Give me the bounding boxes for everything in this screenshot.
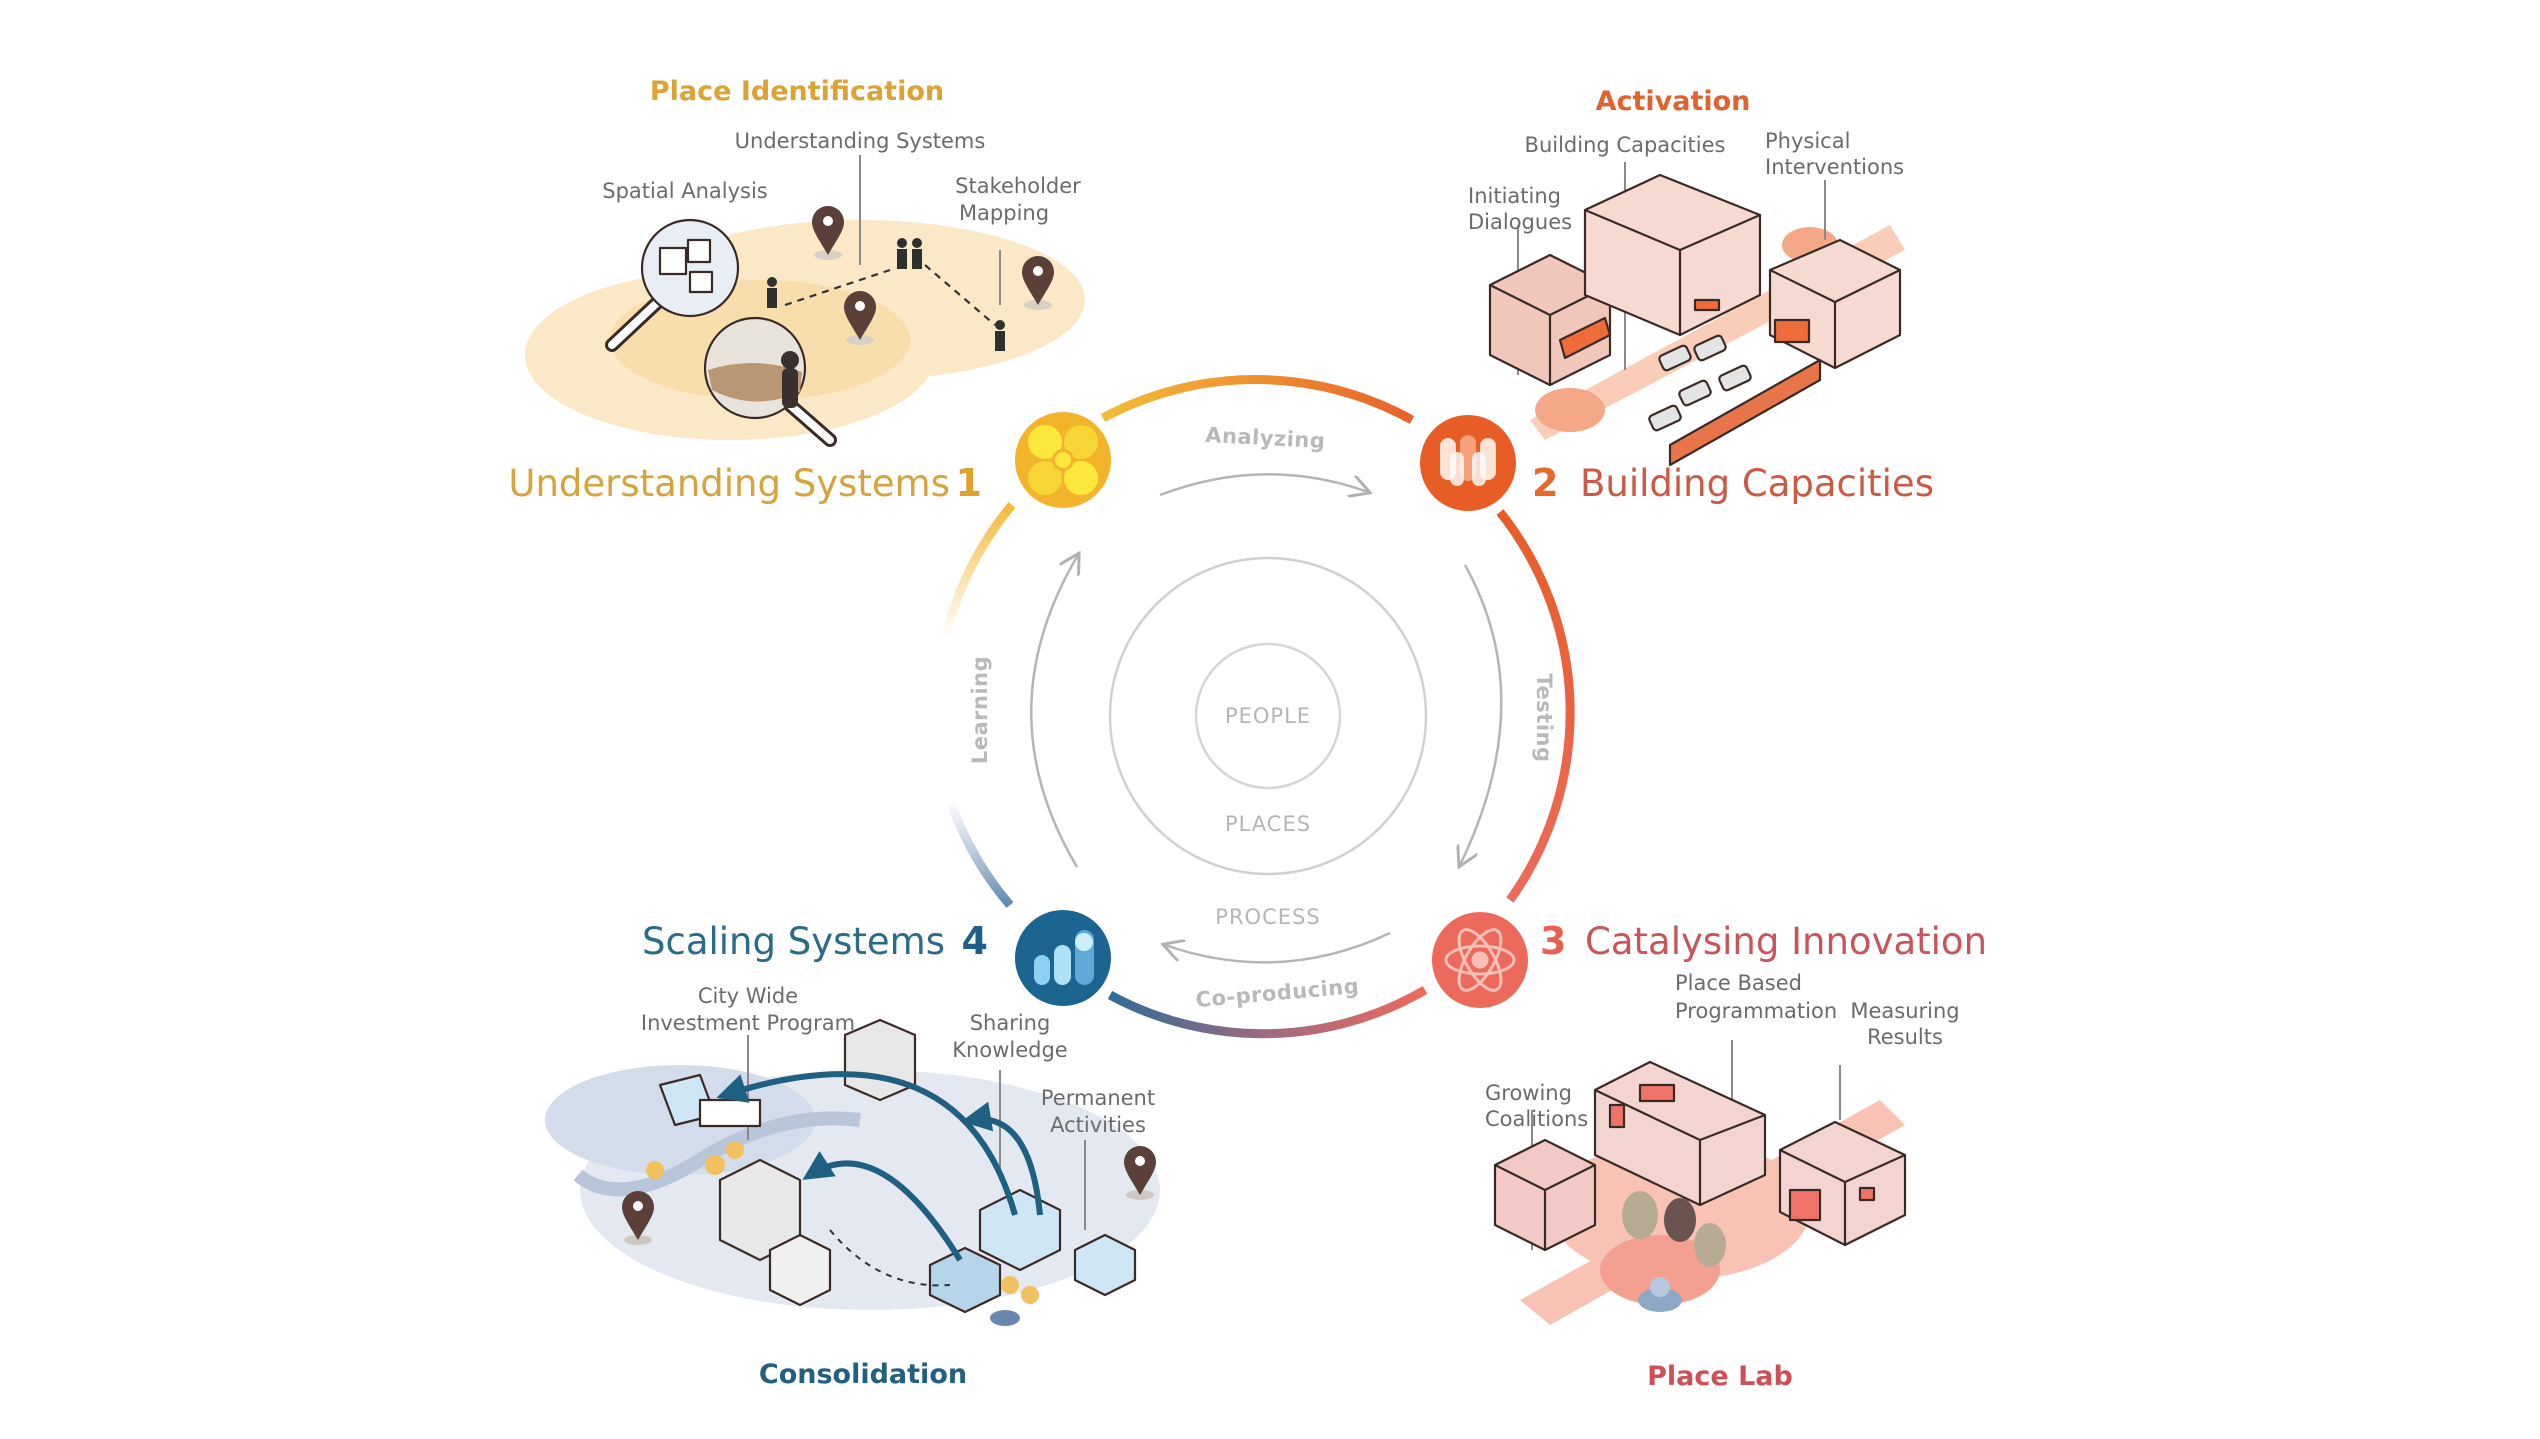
label-measuring-results-line2: Results (1867, 1025, 1943, 1049)
phase-4-number: 4 (962, 919, 988, 963)
phase-3-number: 3 (1540, 919, 1566, 963)
stakeholder-link (784, 264, 996, 326)
label-place-based-line2: Programmation (1675, 999, 1837, 1023)
person-icon (995, 320, 1005, 351)
location-pin-icon (812, 206, 844, 260)
label-city-wide-line2: Investment Program (641, 1011, 855, 1035)
arrow-analyzing (1159, 472, 1368, 495)
phase-4-label: Scaling Systems (642, 920, 945, 963)
walking-path (829, 1229, 951, 1287)
tree-icon (1622, 1191, 1726, 1267)
quadrant-activation: Activation Building Capacities Physical … (1468, 86, 1905, 467)
tree-icon (646, 1141, 1039, 1304)
label-permanent-activities-line2: Activities (1050, 1113, 1146, 1137)
fence (1668, 358, 1822, 467)
river (573, 1111, 861, 1197)
building-illustration (1778, 1120, 1907, 1247)
places-circle (1108, 556, 1428, 876)
phase-2-label: Building Capacities (1580, 462, 1934, 505)
cycle-arrows (1030, 472, 1503, 964)
core-label-places: PLACES (1225, 812, 1311, 836)
label-physical-interventions-line1: Physical (1765, 129, 1850, 153)
magnifier-icon (605, 218, 740, 352)
label-city-wide-line1: City Wide (698, 984, 798, 1008)
quadrant-1-heading: Place Identification (650, 76, 944, 107)
phase-2-node[interactable] (1416, 411, 1520, 515)
core-label-people: PEOPLE (1225, 704, 1311, 728)
ring-arc-bottom (1107, 986, 1428, 1039)
building-illustration (1593, 1060, 1767, 1207)
fountain-icon (1638, 1277, 1682, 1312)
location-pin-icon (1124, 1146, 1156, 1200)
phase-4-title: Scaling Systems 4 (642, 919, 988, 963)
building-illustration (1583, 173, 1762, 337)
label-physical-interventions-line2: Interventions (1765, 155, 1904, 179)
core-circles: PEOPLE PLACES PROCESS (1108, 556, 1428, 929)
quadrant-consolidation: Consolidation City Wide Investment Progr… (545, 984, 1160, 1390)
arrow-testing (1460, 564, 1503, 865)
label-permanent-activities-line1: Permanent (1041, 1086, 1155, 1110)
building-illustration (1488, 253, 1612, 387)
phase-2-number: 2 (1532, 461, 1558, 505)
label-growing-coalitions-line2: Coalitions (1485, 1107, 1588, 1131)
phase-4-node[interactable] (1011, 906, 1115, 1010)
phase-3-label: Catalysing Innovation (1585, 920, 1987, 963)
people-circle (1194, 642, 1342, 790)
knowledge-flow-arrow (716, 1071, 1018, 1216)
ring-arc-left-bottom (945, 798, 1014, 908)
verb-testing: Testing (1532, 674, 1556, 763)
location-pin-icon (844, 291, 876, 345)
knowledge-flow-arrow (802, 1151, 963, 1262)
phase-1-node[interactable] (1011, 408, 1115, 512)
label-initiating-dialogues-line2: Dialogues (1468, 210, 1572, 234)
label-sharing-knowledge-line2: Knowledge (952, 1038, 1067, 1062)
verb-analyzing: Analyzing (1205, 423, 1326, 453)
arrow-learning (1030, 555, 1078, 868)
location-pin-icon (622, 1191, 654, 1245)
label-understanding-systems: Understanding Systems (735, 129, 986, 153)
building-illustration (1768, 238, 1902, 370)
phase-1-number: 1 (956, 461, 982, 505)
person-icon (897, 238, 922, 269)
quadrant-2-heading: Activation (1596, 86, 1751, 117)
label-stakeholder-mapping-line2: Mapping (959, 201, 1049, 225)
rising-bars-icon (1034, 930, 1094, 985)
phase-1-label: Understanding Systems (508, 462, 950, 505)
phase-3-title: 3 Catalysing Innovation (1540, 919, 1987, 963)
parked-cars (1648, 334, 1752, 432)
ring-arc-left-top (940, 502, 1016, 642)
core-label-process: PROCESS (1215, 905, 1320, 929)
atom-flower-icon (1444, 928, 1516, 992)
label-spatial-analysis: Spatial Analysis (602, 179, 768, 203)
ring-arc-top (1100, 375, 1415, 424)
phase-2-title: 2 Building Capacities (1532, 461, 1934, 505)
arrow-coproducing (1165, 931, 1391, 964)
magnifier-icon (703, 316, 837, 447)
label-initiating-dialogues-line1: Initiating (1468, 184, 1561, 208)
label-measuring-results-line1: Measuring (1850, 999, 1959, 1023)
label-stakeholder-mapping-line1: Stakeholder (955, 174, 1081, 198)
outer-ring (940, 375, 1575, 1039)
building-illustration (1493, 1138, 1597, 1252)
label-sharing-knowledge-line1: Sharing (970, 1011, 1051, 1035)
grouped-pills-icon (1440, 435, 1496, 486)
quadrant-3-heading: Place Lab (1647, 1361, 1793, 1392)
label-growing-coalitions-line1: Growing (1485, 1081, 1572, 1105)
quadrant-place-identification: Place Identification Understanding Syste… (525, 76, 1085, 447)
verb-learning: Learning (968, 656, 992, 764)
phase-1-title: Understanding Systems 1 (508, 461, 982, 505)
phase-3-node[interactable] (1428, 908, 1532, 1012)
person-icon (767, 277, 777, 308)
verb-coproducing: Co-producing (1195, 974, 1360, 1012)
label-building-capacities: Building Capacities (1525, 133, 1726, 157)
quadrant-4-heading: Consolidation (759, 1359, 967, 1390)
ring-arc-right (1496, 509, 1575, 903)
label-place-based-line1: Place Based (1675, 971, 1802, 995)
quadrant-place-lab: Place Lab Place Based Programmation Meas… (1485, 971, 1960, 1392)
fountain-icon (990, 1310, 1020, 1326)
flower-cluster-icon (1028, 425, 1098, 495)
knowledge-flow-arrow (961, 1101, 1043, 1216)
location-pin-icon (1022, 256, 1054, 310)
